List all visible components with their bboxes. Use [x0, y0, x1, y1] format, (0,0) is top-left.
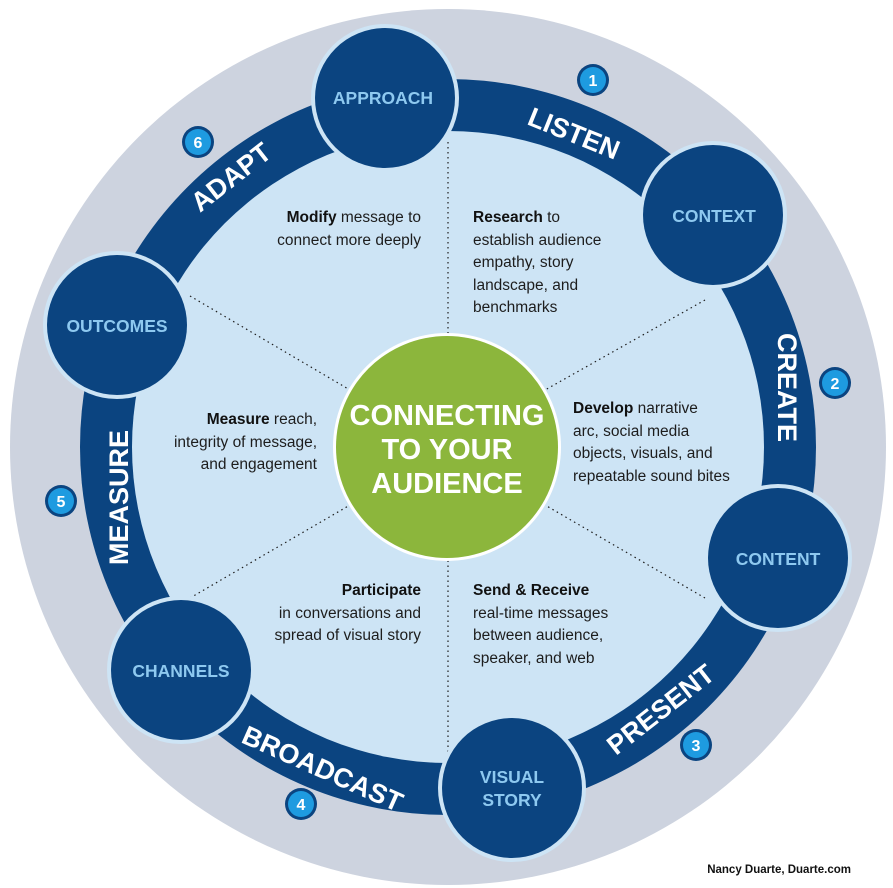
node-label: STORY	[482, 790, 542, 810]
stage-badge-2: 2	[819, 367, 851, 399]
description-bold: Participate	[341, 582, 421, 599]
center-circle-fill	[336, 336, 558, 558]
stage-badge-4: 4	[285, 788, 317, 820]
svg-text:5: 5	[57, 494, 66, 511]
stage-badge-1: 1	[577, 64, 609, 96]
description-adapt: Modify message to connect more deeply	[277, 207, 421, 252]
credit-text: Nancy Duarte, Duarte.com	[707, 864, 851, 876]
description-text: to	[542, 209, 561, 226]
description-text: narrative	[633, 400, 698, 417]
center-line-1: CONNECTING	[350, 400, 545, 432]
description-bold: Modify	[286, 209, 337, 226]
node-label: APPROACH	[333, 88, 433, 108]
node-visual-story: VISUAL STORY	[438, 714, 586, 862]
description-measure: Measure reach, integrity of message, and…	[174, 409, 317, 477]
dividers	[189, 142, 706, 752]
node-approach: APPROACH	[311, 24, 459, 172]
description-line: integrity of message,	[173, 433, 317, 451]
divider-line	[544, 504, 706, 599]
description-line: connect more deeply	[277, 231, 421, 249]
node-label: CONTENT	[736, 549, 821, 569]
description-listen: Research to establish audience empathy, …	[473, 207, 601, 320]
description-line: spread of visual story	[274, 627, 421, 644]
description-text: message to	[336, 209, 421, 226]
svg-text:2: 2	[831, 376, 840, 393]
description-line: and engagement	[200, 456, 317, 473]
description-line: speaker, and web	[473, 649, 595, 667]
description-line: real-time messages	[473, 604, 609, 622]
center-line-3: AUDIENCE	[371, 468, 522, 500]
node-channels: CHANNELS	[107, 596, 255, 744]
description-line: landscape, and	[473, 276, 579, 294]
node-context: CONTEXT	[639, 141, 787, 289]
svg-text:1: 1	[589, 73, 598, 90]
description-create: Develop narrative arc, social media obje…	[573, 398, 730, 488]
divider-line	[544, 299, 706, 391]
description-line: empathy, story	[473, 254, 574, 271]
divider-line	[189, 295, 351, 391]
description-line: repeatable sound bites	[573, 467, 730, 485]
description-bold: Develop	[573, 400, 634, 417]
svg-text:3: 3	[692, 738, 701, 755]
description-bold: Send & Receive	[473, 582, 590, 599]
description-line: benchmarks	[473, 299, 558, 316]
description-bold: Research	[473, 209, 543, 226]
center-line-2: TO YOUR	[381, 434, 512, 466]
description-line: between audience,	[473, 627, 604, 644]
node-label: CHANNELS	[132, 661, 229, 681]
stage-badge-5: 5	[45, 485, 77, 517]
description-line: objects, visuals, and	[573, 445, 713, 462]
svg-text:6: 6	[194, 135, 203, 152]
description-line: in conversations and	[278, 604, 421, 622]
stage-label-measure: MEASURE	[104, 430, 134, 565]
description-line: establish audience	[473, 231, 602, 249]
stage-badge-3: 3	[680, 729, 712, 761]
node-label: OUTCOMES	[66, 316, 167, 336]
node-outcomes: OUTCOMES	[43, 251, 191, 399]
divider-line	[189, 504, 351, 599]
description-line: arc, social media	[573, 422, 690, 440]
description-text: reach,	[269, 411, 317, 428]
stage-label-create: CREATE	[772, 333, 802, 442]
node-content: CONTENT	[704, 484, 852, 632]
description-present: Send & Receive real-time messages betwee…	[473, 580, 608, 670]
stage-badge-6: 6	[182, 126, 214, 158]
node-label: VISUAL	[480, 767, 544, 787]
description-bold: Measure	[206, 411, 270, 428]
description-broadcast: Participate in conversations and spread …	[275, 580, 421, 648]
node-label: CONTEXT	[672, 206, 756, 226]
svg-text:4: 4	[297, 797, 306, 814]
